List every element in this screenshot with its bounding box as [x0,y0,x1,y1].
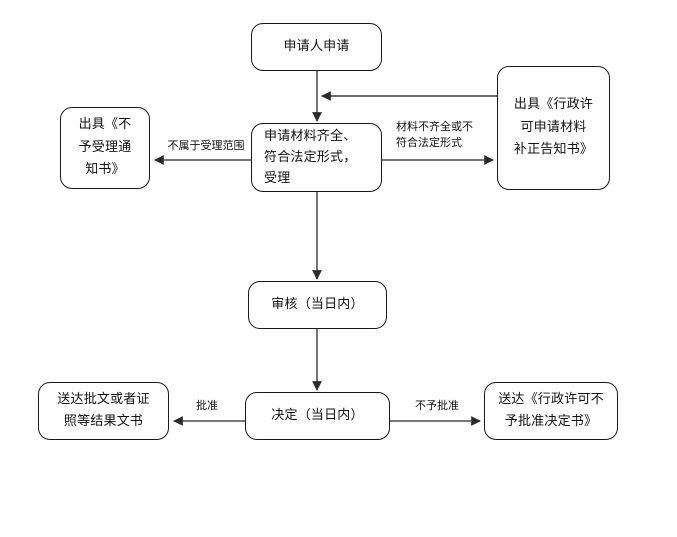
node-accept-application[interactable]: 申请材料齐全、 符合法定形式， 受理 [251,123,382,192]
node-review[interactable]: 审核（当日内） [248,281,387,329]
node-deliver-rejection-decision[interactable]: 送达《行政许可不 予批准决定书》 [484,382,618,440]
edge-label-incomplete-materials: 材料不齐全或不 符合法定形式 [396,120,473,149]
edge-label-not-in-scope: 不属于受理范围 [167,139,245,152]
node-decision[interactable]: 决定（当日内） [245,392,390,440]
node-label: 出具《行政许 可申请材料 补正告知书》 [513,97,594,158]
node-issue-rejection-notice[interactable]: 出具《不 予受理通 知书》 [60,107,150,189]
node-issue-supplement-notice[interactable]: 出具《行政许 可申请材料 补正告知书》 [497,66,610,190]
edge-label-approved: 批准 [196,399,218,412]
node-deliver-approval-documents[interactable]: 送达批文或者证 照等结果文书 [38,382,169,440]
node-label: 申请材料齐全、 符合法定形式， 受理 [264,128,357,187]
node-label: 送达《行政许可不 予批准决定书》 [498,391,604,429]
node-label: 申请人申请 [283,38,350,54]
node-label: 审核（当日内） [271,296,364,312]
node-label: 出具《不 予受理通 知书》 [78,117,132,178]
node-applicant-application[interactable]: 申请人申请 [251,23,382,71]
node-label: 决定（当日内） [271,407,364,423]
edge-label-not-approved: 不予批准 [415,399,459,412]
node-label: 送达批文或者证 照等结果文书 [57,391,150,429]
